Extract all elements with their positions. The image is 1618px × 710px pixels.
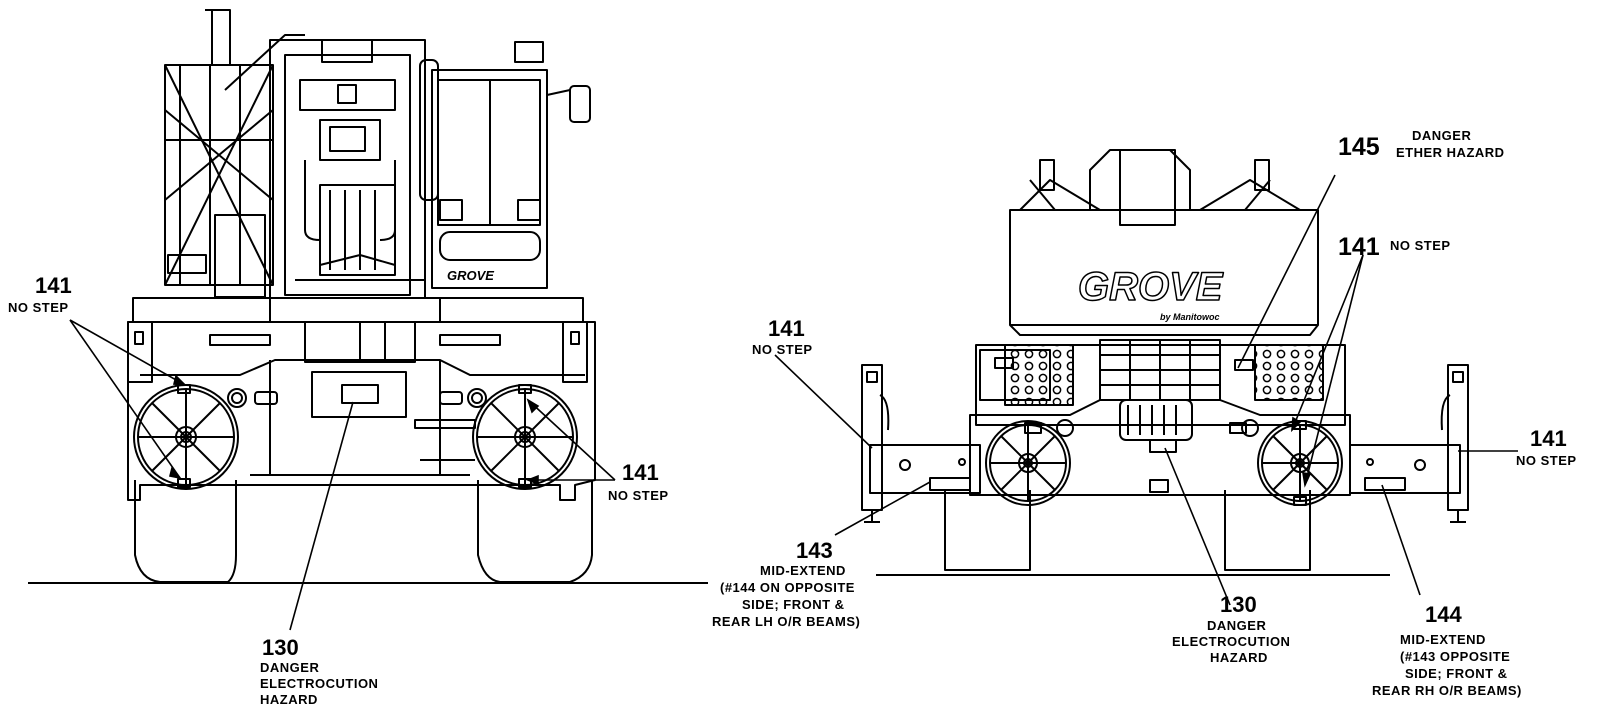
callout-141-top-number: 141 [1338,233,1380,261]
callout-144-line-3: SIDE; FRONT & [1405,666,1508,681]
right-tire [477,480,593,583]
callout-130-right-line-2: ELECTROCUTION [1172,634,1290,649]
left-grove-logo: GROVE [447,268,494,283]
callout-130-left-number: 130 [262,635,299,660]
callout-144-line-4: REAR RH O/R BEAMS) [1372,683,1522,698]
callout-143-line-2: (#144 ON OPPOSITE [720,580,855,595]
callout-130-left-line-1: DANGER [260,660,319,675]
callout-141-upper-label: NO STEP [8,300,69,315]
callout-143-line-1: MID-EXTEND [760,563,846,578]
callout-145-number: 145 [1338,133,1380,161]
left-crane-view: GROVE [28,9,708,584]
operator-cab [431,69,548,289]
callout-141-right-label: NO STEP [1516,453,1577,468]
right-outrigger-beam [1349,444,1461,494]
callout-141-upper-number: 141 [35,273,72,298]
callout-144-line-2: (#143 OPPOSITE [1400,649,1510,664]
callout-130-right-line-1: DANGER [1207,618,1266,633]
callout-141-lower-label: NO STEP [608,488,669,503]
left-tire [134,480,237,583]
counterweight-housing [1009,209,1319,326]
callout-141-left-number: 141 [768,316,805,341]
callout-141-top-label: NO STEP [1390,238,1451,253]
leader-lines [69,174,1518,631]
right-crane-view: GROVE by Manitowoc [861,149,1469,576]
callout-141-lower-number: 141 [622,460,659,485]
callout-145-line-1: DANGER [1412,128,1471,143]
callout-130-left-line-3: HAZARD [260,692,318,707]
callout-144-number: 144 [1425,602,1462,627]
right-grove-logo: GROVE [1078,265,1224,309]
callout-130-right-line-3: HAZARD [1210,650,1268,665]
callout-141-right-number: 141 [1530,426,1567,451]
callout-130-left-line-2: ELECTROCUTION [260,676,378,691]
left-outrigger-beam [869,444,981,494]
callout-144-line-1: MID-EXTEND [1400,632,1486,647]
callout-143-line-3: SIDE; FRONT & [742,597,845,612]
callout-143-line-4: REAR LH O/R BEAMS) [712,614,860,629]
callout-145-line-2: ETHER HAZARD [1396,145,1505,160]
right-manitowoc-logo: by Manitowoc [1160,312,1220,322]
callout-130-right-number: 130 [1220,592,1257,617]
callout-141-left-label: NO STEP [752,342,813,357]
callout-143-number: 143 [796,538,833,563]
